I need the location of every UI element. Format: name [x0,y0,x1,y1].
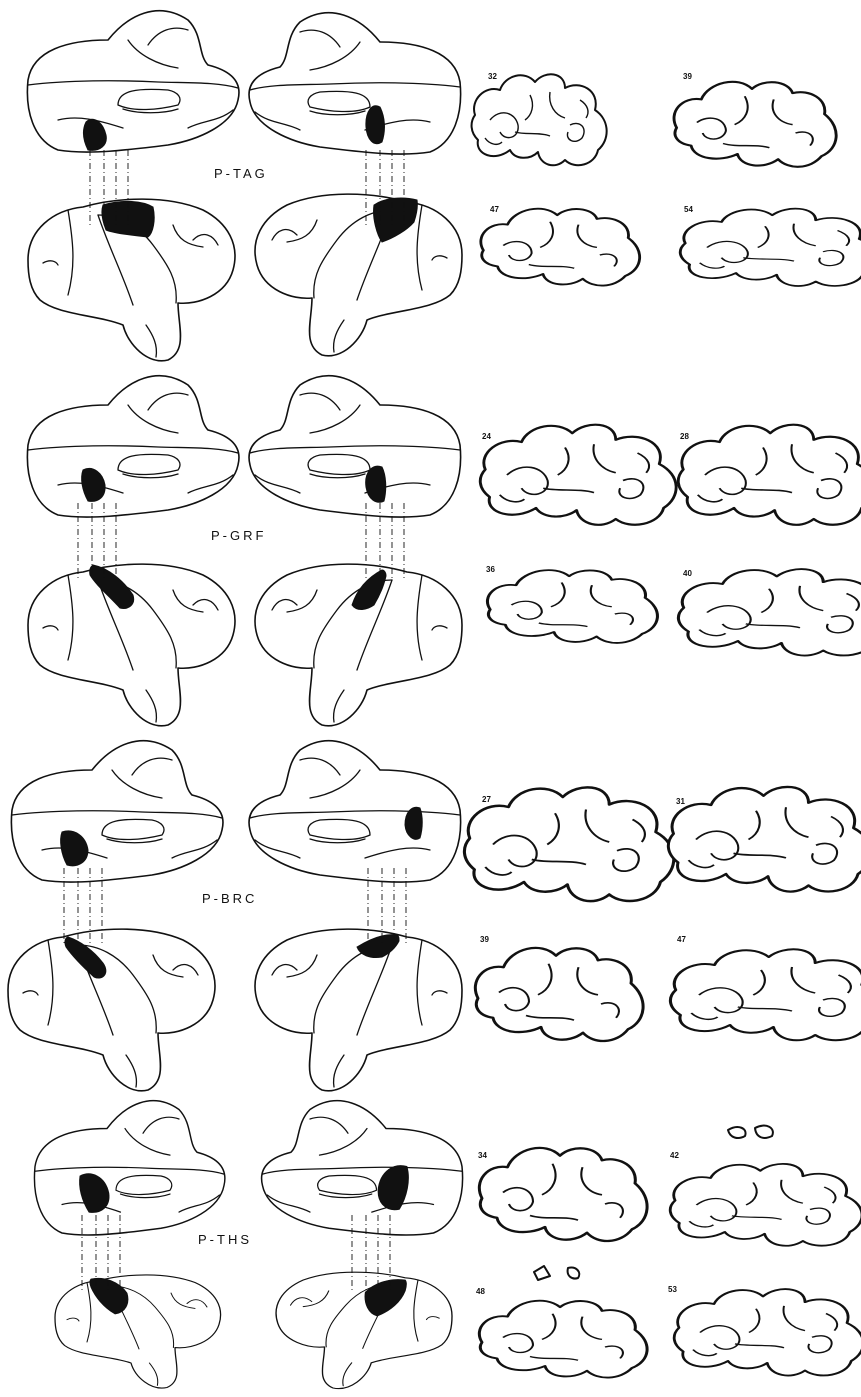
coronal-section-4 [680,209,861,286]
section-number: 47 [677,935,686,944]
left-medial-hemisphere [27,376,239,517]
coronal-section-2 [668,787,861,892]
coronal-section-4 [678,569,861,655]
right-lateral-hemisphere [255,564,462,726]
panel-p-ths: P-THS 34 42 48 53 [34,1101,861,1389]
right-medial-hemisphere [249,376,461,517]
left-medial-hemisphere [27,11,239,152]
coronal-section-1 [480,425,676,525]
section-number: 48 [476,1287,485,1296]
section-number: 34 [478,1151,487,1160]
coronal-section-3 [481,209,640,286]
section-number: 40 [683,569,692,578]
panel-label-p-ths: P-THS [198,1232,252,1247]
coronal-section-1 [472,74,607,165]
section-number: 32 [488,72,497,81]
coronal-section-1 [464,787,673,901]
right-lateral-hemisphere [255,194,462,356]
coronal-section-4 [670,949,861,1040]
panel-p-tag: P-TAG 32 39 47 54 [27,11,861,361]
section-number: 31 [676,797,685,806]
section-fragment [728,1126,773,1138]
left-medial-hemisphere [34,1101,224,1235]
left-lateral-hemisphere [28,564,235,726]
left-lateral-hemisphere [55,1275,221,1388]
section-number: 47 [490,205,499,214]
section-fragment [534,1266,579,1280]
right-medial-hemisphere [249,13,461,154]
section-number: 36 [486,565,495,574]
section-number: 28 [680,432,689,441]
coronal-section-2 [670,1164,861,1246]
section-number: 27 [482,795,491,804]
right-medial-hemisphere [262,1101,463,1235]
coronal-section-3 [487,570,657,643]
panel-p-brc: P-BRC 27 31 39 47 [8,741,861,1091]
coronal-section-3 [479,1301,647,1378]
section-number: 24 [482,432,491,441]
right-lateral-hemisphere [255,929,462,1091]
coronal-section-2 [678,425,861,525]
section-number: 42 [670,1151,679,1160]
panel-label-p-grf: P-GRF [211,528,266,543]
right-lateral-hemisphere [276,1272,452,1388]
left-lateral-hemisphere [8,929,215,1091]
coronal-section-1 [479,1148,647,1241]
section-number: 53 [668,1285,677,1294]
section-number: 39 [683,72,692,81]
coronal-section-3 [475,948,643,1041]
left-lateral-hemisphere [28,199,235,361]
left-medial-hemisphere [11,741,223,882]
right-medial-hemisphere [249,741,461,882]
panel-p-grf: P-GRF 24 28 36 40 [27,376,861,726]
section-number: 39 [480,935,489,944]
coronal-section-2 [674,82,836,167]
coronal-section-4 [674,1289,861,1375]
panel-label-p-tag: P-TAG [214,166,268,181]
section-number: 54 [684,205,693,214]
panel-label-p-brc: P-BRC [202,891,257,906]
